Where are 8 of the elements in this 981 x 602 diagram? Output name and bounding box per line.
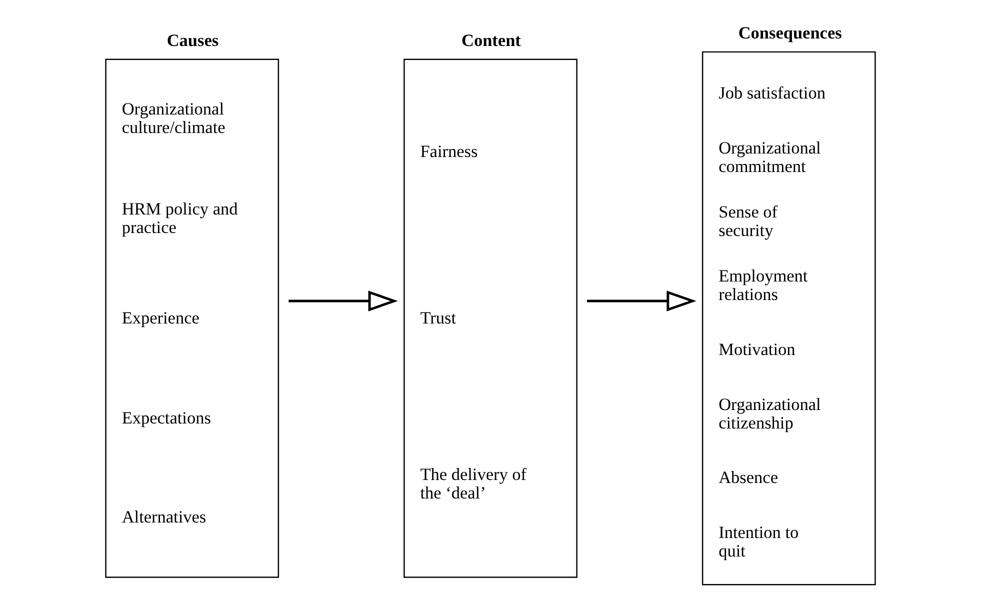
node-label: Content bbox=[462, 31, 521, 50]
arrow bbox=[587, 290, 696, 312]
node-box: Fairness Trust The delivery of the ‘deal’ bbox=[404, 58, 578, 578]
arrow bbox=[288, 290, 398, 312]
node-label: Causes bbox=[166, 31, 219, 50]
node-label: Consequences bbox=[738, 24, 842, 43]
node-box: Organizational culture/climate HRM policy and practice Experience Expectations Alternatives bbox=[105, 58, 280, 578]
node-box: Job satisfaction Organizational commitment Sense of security Employment relations Motivation Organizational citizenship Absence Intention to quit bbox=[702, 51, 876, 586]
